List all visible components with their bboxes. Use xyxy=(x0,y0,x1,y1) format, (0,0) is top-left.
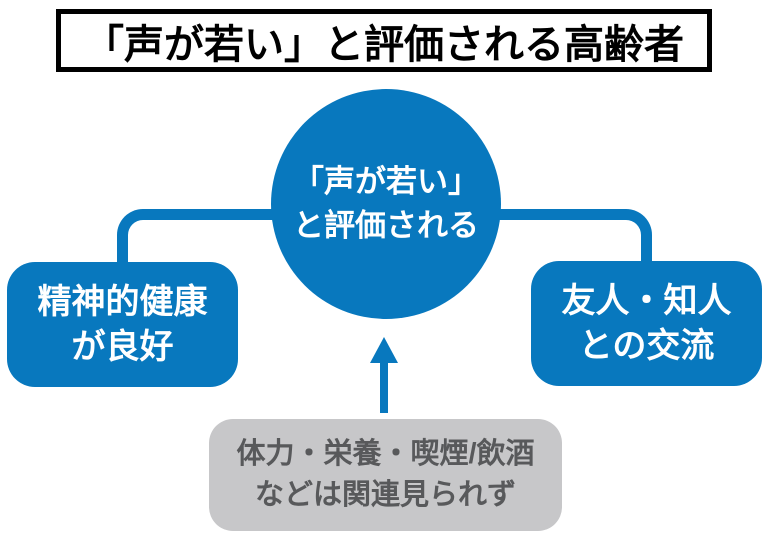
up-arrow-icon xyxy=(370,337,398,363)
social-interaction-box: 友人・知人 との交流 xyxy=(531,261,762,386)
social-interaction-line1: 友人・知人 xyxy=(561,281,732,320)
center-circle-voice-young: 「声が若い」 と評価される xyxy=(271,89,501,319)
no-relation-box: 体力・栄養・喫煙/飲酒 などは関連見られず xyxy=(209,419,562,531)
center-circle-line2: と評価される xyxy=(293,208,479,243)
no-relation-line1: 体力・栄養・喫煙/飲酒 xyxy=(236,438,535,471)
mental-health-box: 精神的健康 が良好 xyxy=(7,262,238,387)
connector-line-right xyxy=(386,209,652,261)
up-arrow-shaft xyxy=(380,358,388,413)
no-relation-line2: などは関連見られず xyxy=(254,479,516,511)
social-interaction-line2: との交流 xyxy=(578,326,715,365)
center-circle-line1: 「声が若い」 xyxy=(293,163,479,199)
mental-health-line1: 精神的健康 xyxy=(37,282,208,321)
connector-line-left xyxy=(117,209,386,262)
mental-health-line2: が良好 xyxy=(71,327,174,366)
page-title: 「声が若い」と評価される高齢者 xyxy=(56,9,712,72)
